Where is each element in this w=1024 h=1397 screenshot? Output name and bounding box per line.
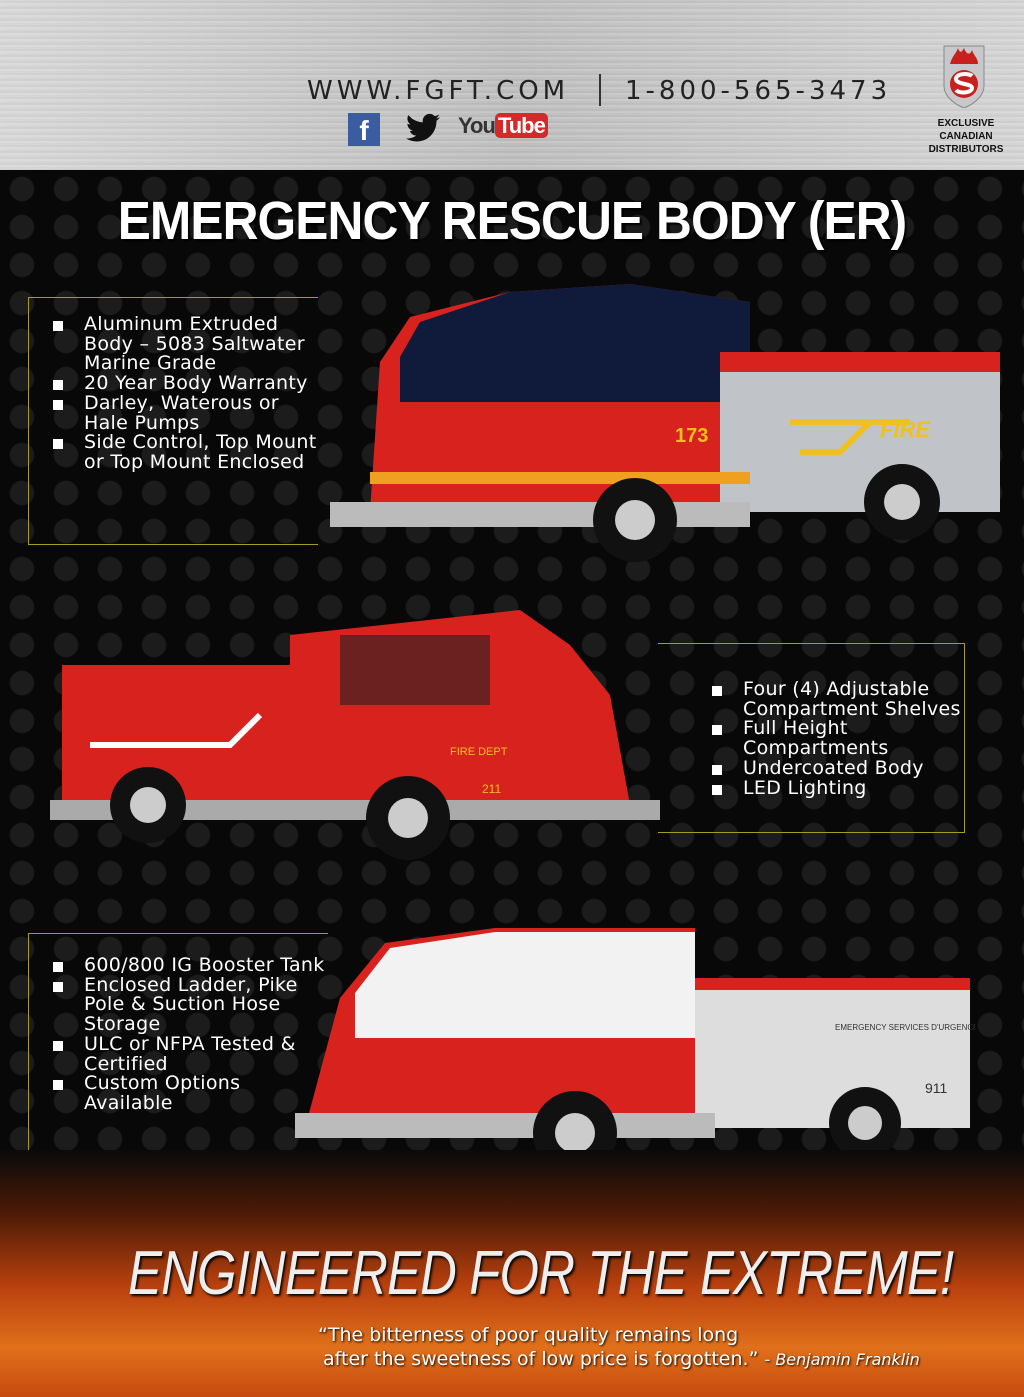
quote-line-1: “The bitterness of poor quality remains … (318, 1324, 739, 1346)
quote-line-2-text: after the sweetness of low price is forg… (323, 1348, 759, 1370)
quote-author: - Benjamin Franklin (764, 1350, 920, 1369)
truck-label: FIRE (880, 417, 931, 442)
phone-number[interactable]: 1-800-565-3473 (625, 76, 892, 106)
facebook-icon[interactable]: f (348, 113, 380, 146)
quote-line-2: after the sweetness of low price is forg… (318, 1347, 920, 1372)
feature-box-2: Four (4) Adjustable Compartment Shelves … (658, 643, 965, 833)
feature-item: Undercoated Body (688, 758, 964, 779)
youtube-you: You (458, 113, 496, 138)
feature-item: Custom Options Available (29, 1073, 328, 1113)
feature-item: Darley, Waterous or Hale Pumps (29, 393, 318, 433)
feature-item: 20 Year Body Warranty (29, 373, 318, 394)
feature-item: Full Height Compartments (688, 718, 964, 758)
truck-number: 173 (675, 425, 708, 447)
feature-box-3: 600/800 IG Booster Tank Enclosed Ladder,… (28, 933, 328, 1153)
feature-box-1: Aluminum Extruded Body – 5083 Saltwater … (28, 297, 318, 545)
twitter-icon[interactable] (406, 113, 440, 143)
truck-label: EMERGENCY SERVICES D'URGENCE (835, 1023, 975, 1032)
company-logo-icon (943, 45, 985, 108)
fire-truck-3: EMERGENCY SERVICES D'URGENCE 911 (295, 928, 975, 1175)
truck-number: 911 (925, 1080, 948, 1096)
truck-label: FIRE DEPT (450, 746, 508, 758)
feature-item: LED Lighting (688, 778, 964, 799)
flame-background (0, 1150, 1024, 1397)
fire-truck-1: FIRE 173 (330, 284, 1000, 562)
truck-number: 211 (482, 782, 501, 796)
feature-item: Enclosed Ladder, Pike Pole & Suction Hos… (29, 975, 328, 1035)
website-link[interactable]: WWW.FGFT.COM (307, 76, 570, 106)
feature-item: Aluminum Extruded Body – 5083 Saltwater … (29, 314, 318, 374)
quote: “The bitterness of poor quality remains … (318, 1323, 920, 1372)
divider (599, 74, 601, 106)
feature-item: 600/800 IG Booster Tank (29, 955, 328, 976)
feature-item: Four (4) Adjustable Compartment Shelves (688, 679, 964, 719)
fire-truck-2: FIRE DEPT 211 (50, 610, 660, 860)
youtube-tube: Tube (494, 113, 548, 138)
slogan: ENGINEERED FOR THE EXTREME! (128, 1239, 954, 1308)
distributor-label: EXCLUSIVE CANADIAN DISTRIBUTORS (928, 118, 1004, 155)
page-title: EMERGENCY RESCUE BODY (ER) (117, 191, 908, 251)
feature-item: ULC or NFPA Tested & Certified (29, 1034, 328, 1074)
feature-item: Side Control, Top Mount or Top Mount Enc… (29, 432, 318, 472)
header-bar (0, 0, 1024, 170)
